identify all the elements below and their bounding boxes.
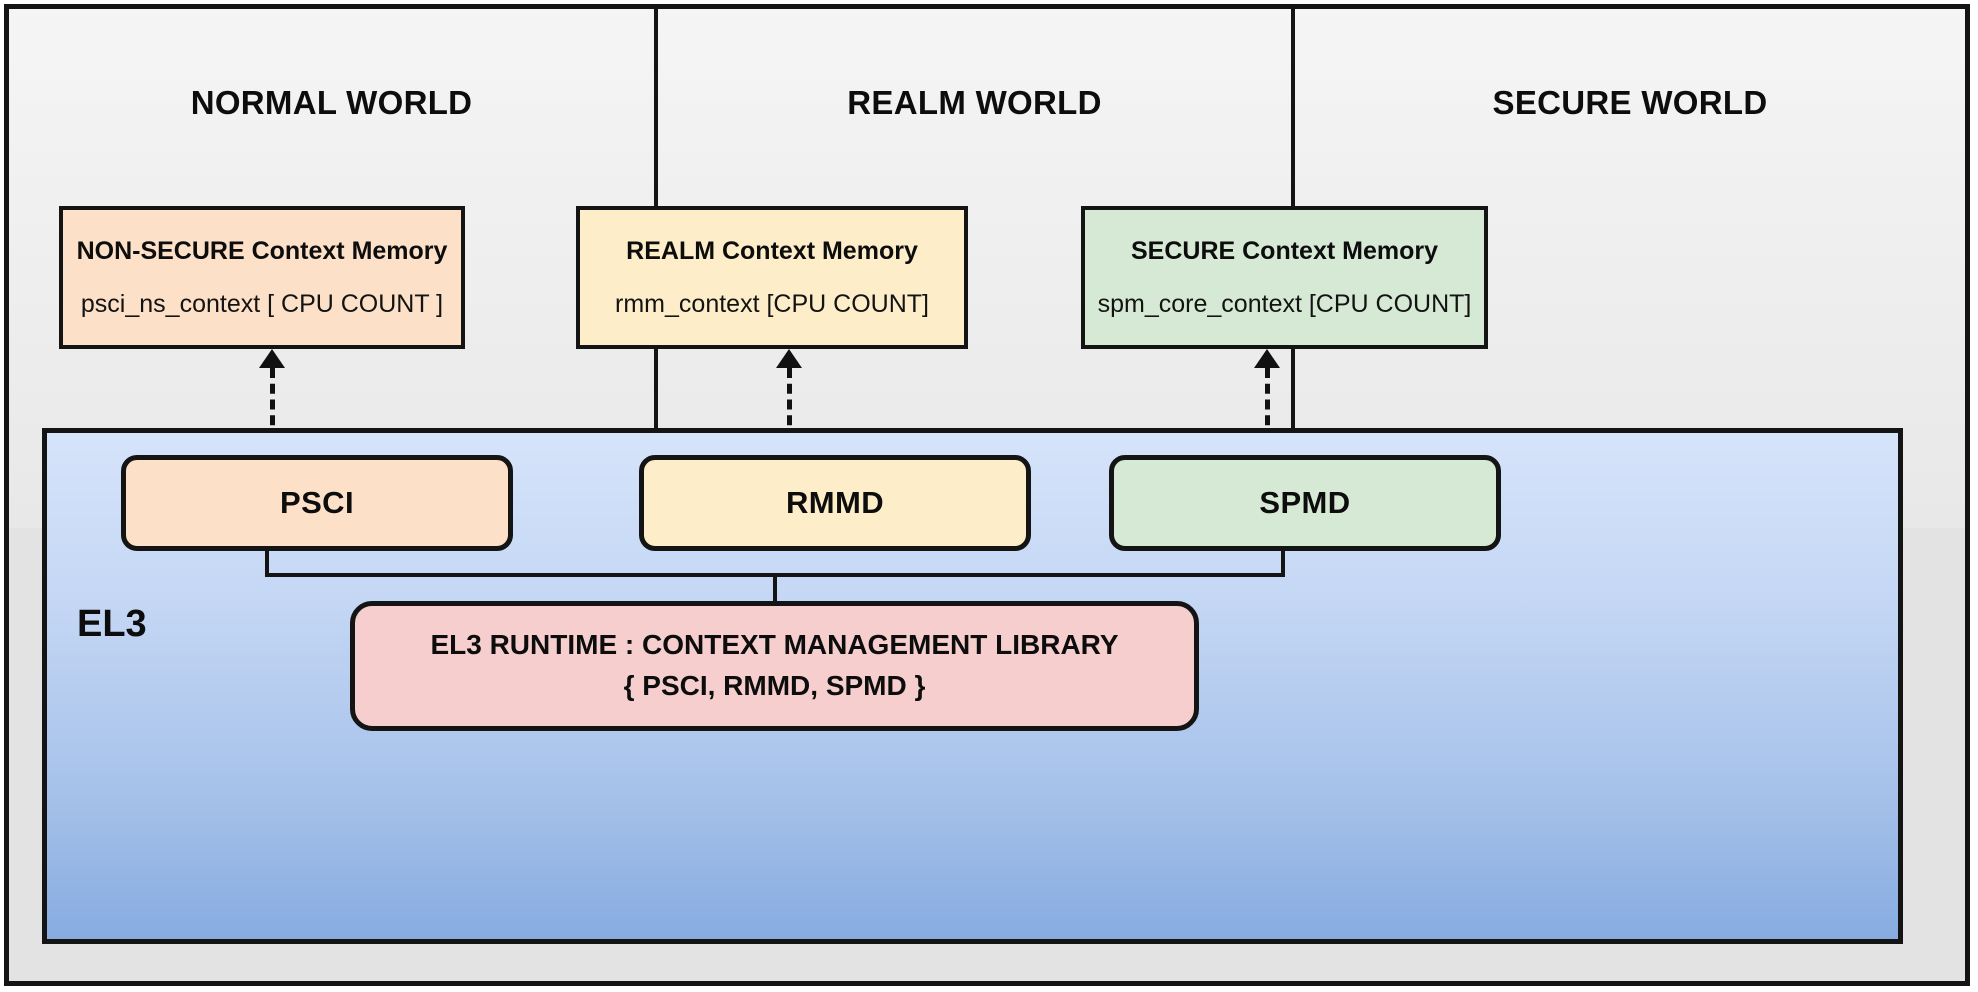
- service-box-psci[interactable]: PSCI: [121, 455, 513, 551]
- el3-runtime-box[interactable]: EL3 RUNTIME : CONTEXT MANAGEMENT LIBRARY…: [350, 601, 1199, 731]
- connector-stub-spmd: [1281, 551, 1285, 577]
- world-title-realm: REALM WORLD: [847, 84, 1102, 121]
- context-memory-subtitle-secure: spm_core_context [CPU COUNT]: [1097, 289, 1472, 318]
- context-memory-subtitle-realm: rmm_context [CPU COUNT]: [615, 289, 929, 318]
- service-box-spmd[interactable]: SPMD: [1109, 455, 1501, 551]
- world-column-realm: REALM WORLD: [658, 9, 1291, 528]
- context-memory-title-realm: REALM Context Memory: [626, 236, 918, 265]
- el3-region: EL3 PSCI RMMD SPMD EL3 RUNTIME : CONTEXT…: [42, 428, 1903, 944]
- world-title-secure: SECURE WORLD: [1492, 84, 1768, 121]
- arrow-line-secure: [1265, 368, 1270, 441]
- world-column-normal: NORMAL WORLD: [9, 9, 654, 528]
- world-title-normal: NORMAL WORLD: [190, 84, 473, 121]
- connector-drop-runtime: [773, 573, 777, 603]
- connector-stub-psci: [265, 551, 269, 577]
- context-memory-box-secure: SECURE Context Memory spm_core_context […: [1081, 206, 1488, 349]
- arrow-line-realm: [787, 368, 792, 441]
- context-memory-box-non-secure: NON-SECURE Context Memory psci_ns_contex…: [59, 206, 465, 349]
- arrow-head-up-normal: [259, 349, 285, 368]
- arrow-line-normal: [270, 368, 275, 441]
- service-box-rmmd[interactable]: RMMD: [639, 455, 1031, 551]
- arrow-head-up-realm: [776, 349, 802, 368]
- context-memory-title-secure: SECURE Context Memory: [1131, 236, 1438, 265]
- el3-label: EL3: [77, 603, 147, 645]
- arrow-head-up-secure: [1254, 349, 1280, 368]
- el3-runtime-line-1: EL3 RUNTIME : CONTEXT MANAGEMENT LIBRARY: [430, 629, 1119, 661]
- world-column-secure: SECURE WORLD: [1295, 9, 1965, 528]
- context-memory-title-non-secure: NON-SECURE Context Memory: [76, 236, 448, 265]
- context-memory-box-realm: REALM Context Memory rmm_context [CPU CO…: [576, 206, 968, 349]
- context-memory-subtitle-non-secure: psci_ns_context [ CPU COUNT ]: [80, 289, 444, 318]
- el3-runtime-line-2: { PSCI, RMMD, SPMD }: [623, 670, 926, 701]
